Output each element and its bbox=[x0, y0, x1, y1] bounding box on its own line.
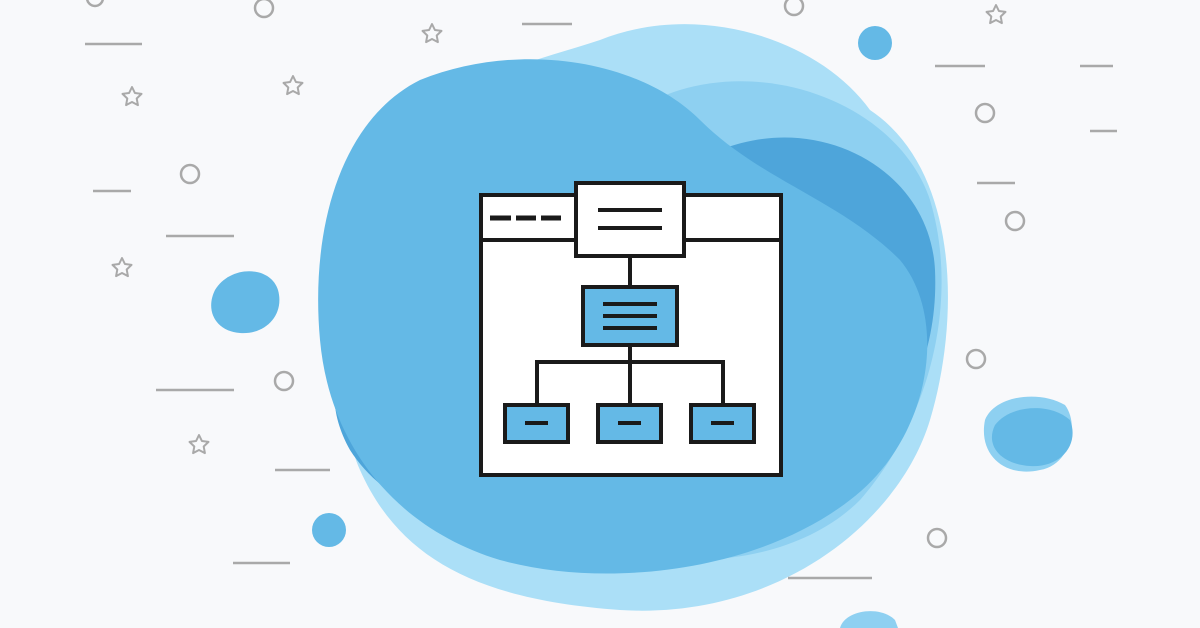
dash-icons bbox=[85, 22, 1117, 580]
decorations bbox=[85, 0, 1117, 580]
root-node bbox=[574, 181, 686, 258]
star-icons bbox=[111, 4, 1007, 455]
blob-small-right-front bbox=[991, 408, 1073, 467]
dot-blue bbox=[858, 26, 892, 60]
child-node bbox=[689, 403, 756, 444]
dot-blue bbox=[312, 513, 346, 547]
blob-small-left bbox=[211, 271, 280, 334]
blob-bottom bbox=[840, 611, 898, 628]
sitemap-icon bbox=[479, 181, 783, 477]
connectors bbox=[535, 345, 725, 405]
circle-icons bbox=[85, 0, 1026, 549]
